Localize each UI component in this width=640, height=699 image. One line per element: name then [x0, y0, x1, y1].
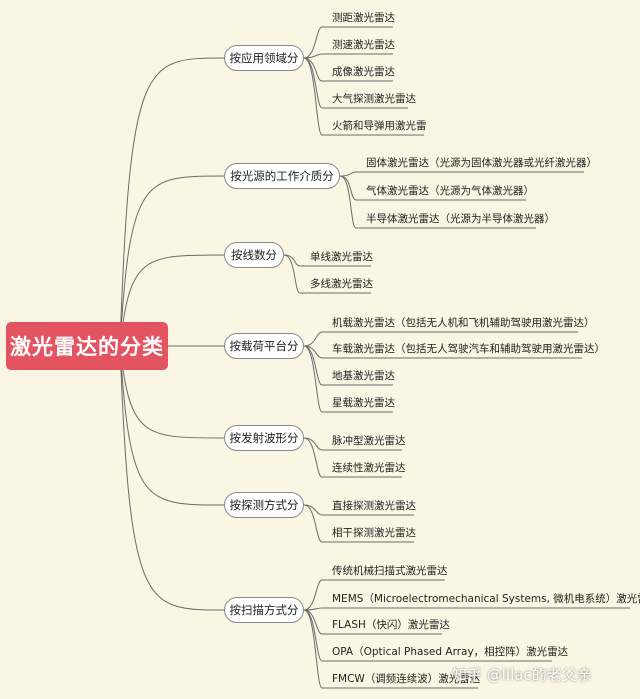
leaf-item: 火箭和导弹用激光雷: [332, 120, 427, 132]
leaf-item: OPA（Optical Phased Array，相控阵）激光雷达: [332, 646, 569, 658]
branch-leaf-connector: [303, 437, 402, 451]
branch-leaf-connector: [283, 254, 371, 294]
branch-leaf-connector: [303, 57, 408, 109]
leaf-item: 测速激光雷达: [332, 39, 395, 51]
branch-leaf-connector: [303, 331, 578, 347]
branch-node: 按发射波形分: [224, 425, 304, 451]
branch-leaf-connector: [303, 609, 478, 689]
branch-leaf-connector: [303, 579, 445, 611]
leaf-item: 机载激光雷达（包括无人机和飞机辅助驾驶用激光雷达）: [332, 317, 595, 329]
root-node: 激光雷达的分类: [6, 322, 168, 370]
root-branch-connector: [119, 57, 225, 347]
branch-leaf-connector: [303, 609, 552, 662]
leaf-item: MEMS（Microelectromechanical Systems, 微机电…: [332, 593, 640, 605]
root-branch-connector: [119, 345, 225, 506]
branch-node: 按载荷平台分: [224, 333, 304, 359]
branch-node: 按光源的工作介质分: [224, 163, 340, 189]
leaf-item: 星载激光雷达: [332, 397, 395, 409]
leaf-item: 成像激光雷达: [332, 66, 395, 78]
branch-leaf-connector: [339, 175, 536, 229]
leaf-item: 多线激光雷达: [310, 278, 373, 290]
root-branch-connector: [119, 254, 225, 347]
leaf-item: FMCW（调频连续波）激光雷达: [332, 673, 481, 685]
root-branch-connector: [119, 175, 225, 347]
branch-node: 按探测方式分: [224, 492, 304, 518]
leaf-item: 车载激光雷达（包括无人驾驶汽车和辅助驾驶用激光雷达）: [332, 343, 605, 355]
leaf-item: 地基激光雷达: [332, 370, 395, 382]
leaf-item: 半导体激光雷达（光源为半导体激光器）: [366, 213, 555, 225]
branch-leaf-connector: [303, 504, 414, 516]
branch-leaf-connector: [303, 607, 630, 611]
root-branch-connector: [119, 345, 225, 439]
branch-leaf-connector: [303, 345, 582, 359]
leaf-item: 相干探测激光雷达: [332, 527, 416, 539]
leaf-item: 大气探测激光雷达: [332, 93, 416, 105]
branch-leaf-connector: [303, 345, 393, 413]
leaf-item: FLASH（快闪）激光雷达: [332, 619, 450, 631]
leaf-item: 传统机械扫描式激光雷达: [332, 565, 448, 577]
branch-leaf-connector: [303, 53, 393, 59]
watermark: 知乎 @lilac的老父亲: [452, 666, 592, 684]
branch-node: 按应用领域分: [224, 45, 304, 71]
leaf-item: 固体激光雷达（光源为固体激光器或光纤激光器）: [366, 157, 597, 169]
branch-node: 按线数分: [224, 242, 284, 268]
leaf-item: 连续性激光雷达: [332, 462, 406, 474]
branch-leaf-connector: [303, 437, 402, 478]
branch-node: 按扫描方式分: [224, 597, 304, 623]
leaf-item: 测距激光雷达: [332, 12, 395, 24]
branch-leaf-connector: [339, 171, 584, 177]
leaf-item: 气体激光雷达（光源为气体激光器）: [366, 185, 534, 197]
branch-leaf-connector: [303, 57, 424, 136]
branch-leaf-connector: [303, 504, 414, 543]
branch-leaf-connector: [283, 254, 371, 267]
root-branch-connector: [119, 345, 225, 611]
leaf-item: 单线激光雷达: [310, 251, 373, 263]
leaf-item: 脉冲型激光雷达: [332, 435, 406, 447]
branch-leaf-connector: [303, 26, 393, 59]
leaf-item: 直接探测激光雷达: [332, 500, 416, 512]
